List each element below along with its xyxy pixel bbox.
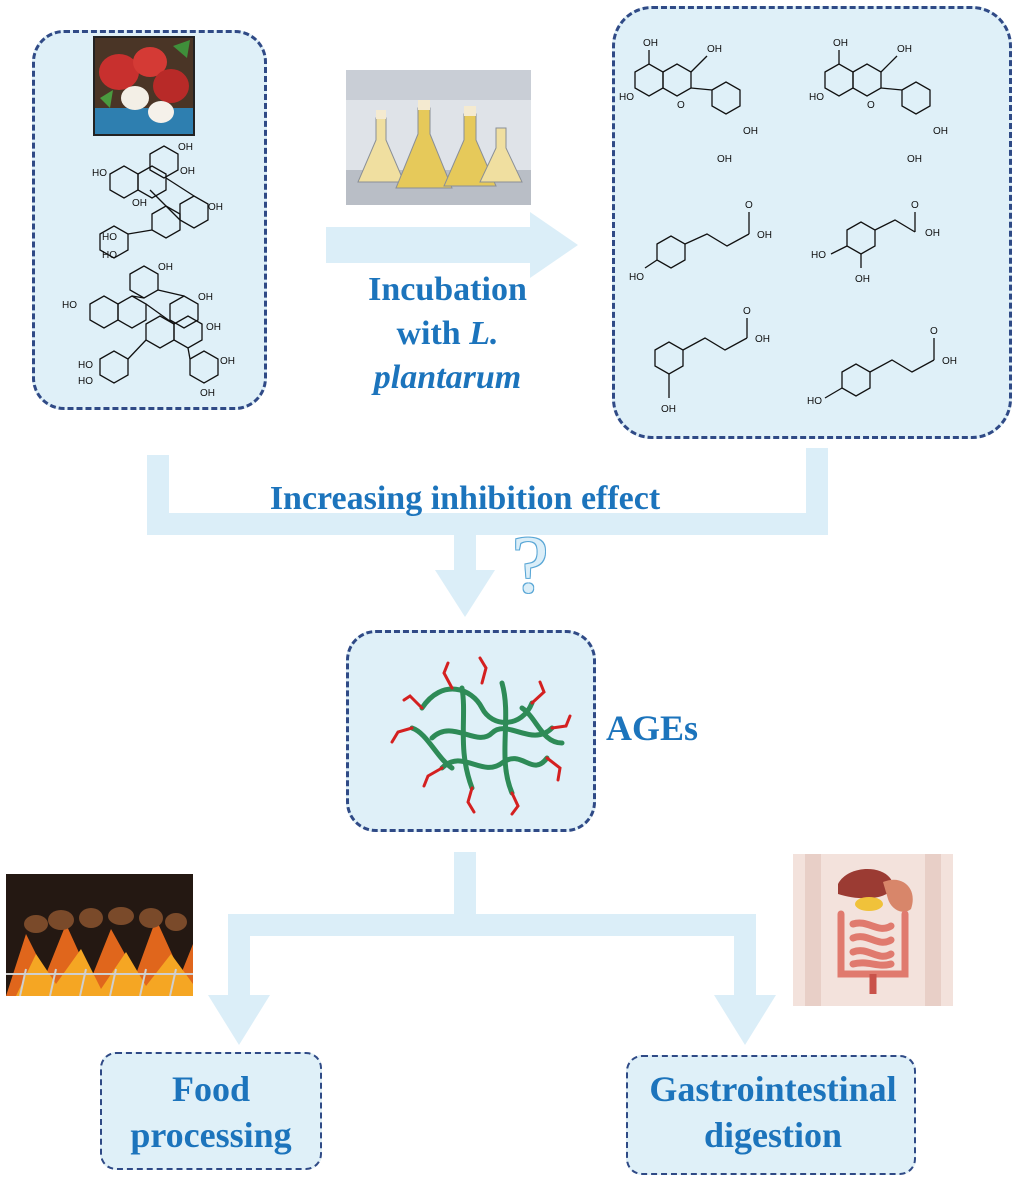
food-line-2: processing	[130, 1115, 292, 1155]
svg-text:O: O	[745, 200, 753, 211]
svg-text:HO: HO	[619, 92, 634, 103]
incubation-line-3: plantarum	[373, 359, 522, 396]
svg-text:OH: OH	[158, 262, 173, 273]
svg-text:OH: OH	[717, 154, 732, 165]
gi-digestion-label: Gastrointestinal digestion	[626, 1066, 920, 1158]
down-arrow-ages	[435, 535, 495, 617]
svg-text:HO: HO	[807, 396, 822, 407]
svg-text:O: O	[743, 306, 751, 317]
incubation-arrow	[326, 212, 578, 278]
barbecue-photo	[6, 874, 193, 996]
svg-text:O: O	[911, 200, 919, 211]
svg-text:OH: OH	[661, 404, 676, 415]
svg-text:HO: HO	[629, 272, 644, 283]
protein-structure-icon	[390, 656, 572, 816]
down-arrow-gi	[714, 936, 776, 1045]
ages-box	[346, 630, 596, 832]
svg-text:OH: OH	[755, 334, 770, 345]
metabolite-structures: OH OH HO O OH OH OH OH HO O OH OH O OH H…	[619, 38, 957, 415]
svg-text:HO: HO	[102, 232, 117, 243]
question-mark-icon: ?	[512, 519, 549, 610]
down-arrow-food	[208, 936, 270, 1045]
svg-text:HO: HO	[102, 250, 117, 261]
food-processing-box	[100, 1052, 322, 1170]
svg-text:OH: OH	[897, 44, 912, 55]
svg-text:HO: HO	[62, 300, 77, 311]
gi-digestion-box	[626, 1055, 916, 1175]
svg-text:OH: OH	[200, 388, 215, 399]
svg-text:OH: OH	[933, 126, 948, 137]
food-processing-label: Food processing	[100, 1066, 322, 1158]
svg-text:HO: HO	[811, 250, 826, 261]
merge-bar	[147, 513, 828, 535]
svg-text:OH: OH	[833, 38, 848, 49]
incubation-line-2: with L.	[396, 315, 499, 352]
svg-text:HO: HO	[92, 168, 107, 179]
gi-line-2: digestion	[703, 1115, 843, 1155]
svg-text:HO: HO	[809, 92, 824, 103]
gi-line-1: Gastrointestinal	[649, 1069, 897, 1109]
svg-text:OH: OH	[180, 166, 195, 177]
lychee-photo	[93, 36, 195, 136]
svg-text:O: O	[867, 100, 875, 111]
incubation-label: Incubation with L. plantarum	[340, 268, 555, 400]
svg-text:OH: OH	[178, 142, 193, 153]
svg-text:OH: OH	[132, 198, 147, 209]
svg-text:OH: OH	[743, 126, 758, 137]
svg-text:OH: OH	[198, 292, 213, 303]
svg-text:HO: HO	[78, 360, 93, 371]
svg-text:HO: HO	[78, 376, 93, 387]
svg-text:O: O	[677, 100, 685, 111]
svg-text:OH: OH	[942, 356, 957, 367]
svg-text:OH: OH	[643, 38, 658, 49]
fermentation-flasks-photo	[346, 70, 531, 205]
svg-text:OH: OH	[208, 202, 223, 213]
svg-text:OH: OH	[907, 154, 922, 165]
svg-text:OH: OH	[707, 44, 722, 55]
split-bar	[228, 914, 756, 936]
svg-text:OH: OH	[220, 356, 235, 367]
svg-text:OH: OH	[925, 228, 940, 239]
svg-text:OH: OH	[757, 230, 772, 241]
svg-text:O: O	[930, 326, 938, 337]
ages-label: AGEs	[606, 708, 699, 748]
incubation-line-1: Incubation	[368, 271, 527, 308]
svg-text:OH: OH	[206, 322, 221, 333]
digestive-system-illustration	[793, 854, 953, 1006]
svg-text:OH: OH	[855, 274, 870, 285]
food-line-1: Food	[171, 1069, 250, 1109]
inhibition-label: Increasing inhibition effect	[269, 480, 661, 517]
metabolites-box	[612, 6, 1012, 439]
procyanidin-structure: OH OH HO OH OH HO HO OH HO OH OH HO HO O…	[62, 142, 235, 399]
